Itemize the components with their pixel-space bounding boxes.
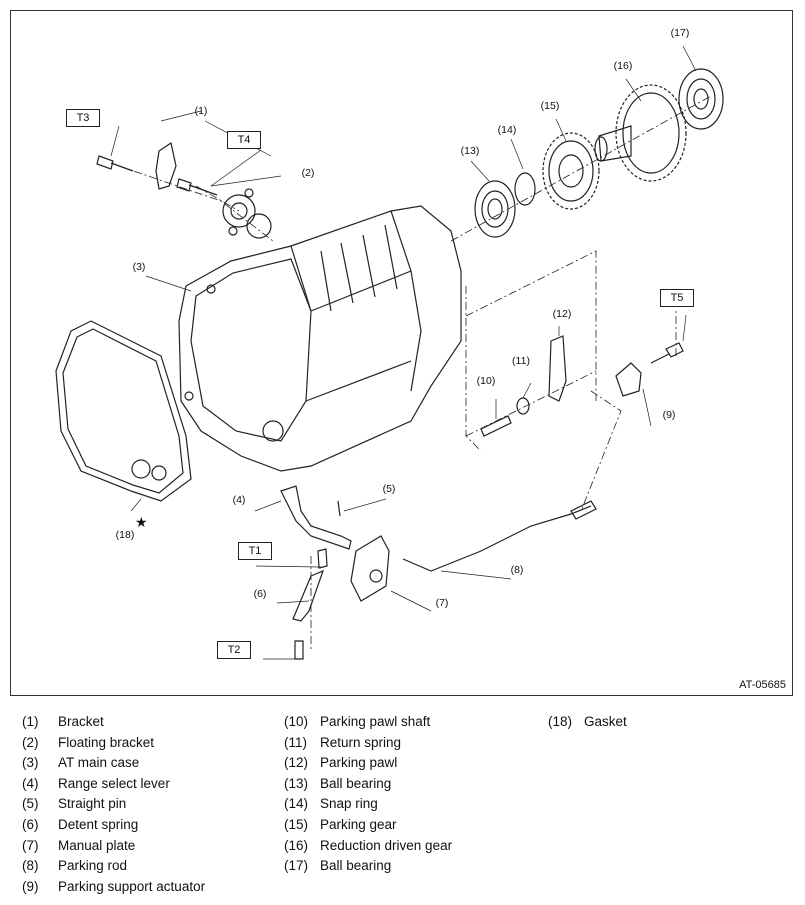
special-mark-star: ★ — [135, 514, 148, 530]
straight-pin-shape — [337, 500, 341, 517]
floating-bracket-shape — [222, 188, 272, 239]
callout-2: (2) — [301, 167, 315, 179]
legend-item: (12)Parking pawl — [284, 755, 398, 771]
reduction-driven-gear-shape — [594, 84, 687, 182]
callout-16: (16) — [613, 60, 633, 72]
legend-item: (4)Range select lever — [22, 775, 170, 791]
parking-pawl-shaft-shape — [480, 415, 512, 437]
range-select-lever-shape — [280, 485, 352, 550]
legend-item: (16)Reduction driven gear — [284, 837, 453, 853]
parking-rod-shape — [402, 505, 592, 572]
parking-support-actuator-shape — [615, 362, 642, 397]
legend-column-3: (18)Gasket — [548, 712, 627, 733]
parking-pawl-shape — [548, 335, 567, 402]
legend-item: (5)Straight pin — [22, 796, 127, 812]
legend-item: (18)Gasket — [548, 714, 627, 729]
figure-code: AT-05685 — [739, 679, 786, 691]
callout-4: (4) — [232, 494, 246, 506]
legend-item: (17)Ball bearing — [284, 858, 392, 874]
callout-18: (18) — [115, 529, 135, 541]
callout-1: (1) — [194, 105, 208, 117]
ball-bearing-17-shape — [678, 68, 724, 130]
torque-label-t2: T2 — [217, 641, 251, 659]
callout-3: (3) — [132, 261, 146, 273]
callout-12: (12) — [552, 308, 572, 320]
parking-gear-shape — [542, 132, 600, 210]
callout-13: (13) — [460, 145, 480, 157]
return-spring-shape — [516, 397, 530, 415]
legend-item: (15)Parking gear — [284, 816, 397, 832]
bolt-t4 — [176, 178, 218, 196]
callout-11: (11) — [512, 355, 530, 367]
diagram-frame: (1) (2) (3) (4) (5) (6) (7) (8) (9) (10)… — [10, 10, 793, 696]
legend-item: (8)Parking rod — [22, 858, 128, 874]
callout-15: (15) — [540, 100, 560, 112]
legend-item: (7)Manual plate — [22, 837, 136, 853]
legend-item: (11)Return spring — [284, 734, 402, 750]
legend-item: (14)Snap ring — [284, 796, 378, 812]
bracket-shape — [155, 142, 177, 190]
bolt-t1 — [317, 548, 328, 569]
manual-plate-shape — [350, 535, 390, 602]
legend-item: (10)Parking pawl shaft — [284, 714, 431, 729]
callout-10: (10) — [476, 375, 496, 387]
parts-legend: (1)Bracket (2)Floating bracket (3)AT mai… — [22, 712, 802, 902]
legend-item: (9)Parking support actuator — [22, 878, 206, 894]
main-case-shape — [178, 205, 462, 472]
callout-9: (9) — [662, 409, 676, 421]
torque-label-t3: T3 — [66, 109, 100, 127]
callout-7: (7) — [435, 597, 449, 609]
legend-item: (6)Detent spring — [22, 816, 139, 832]
exploded-view-drawing — [55, 45, 724, 660]
callout-5: (5) — [382, 483, 396, 495]
bolt-t3 — [96, 155, 134, 172]
bolt-t5 — [650, 342, 684, 364]
legend-column-1: (1)Bracket (2)Floating bracket (3)AT mai… — [22, 712, 205, 897]
detent-spring-shape — [292, 569, 325, 622]
callout-14: (14) — [497, 124, 517, 136]
legend-item: (13)Ball bearing — [284, 775, 392, 791]
legend-column-2: (10)Parking pawl shaft (11)Return spring… — [284, 712, 452, 877]
torque-label-t5: T5 — [660, 289, 694, 307]
bolt-t2 — [294, 640, 304, 660]
torque-label-t1: T1 — [238, 542, 272, 560]
legend-item: (1)Bracket — [22, 714, 104, 729]
callout-6: (6) — [253, 588, 267, 600]
torque-label-t4: T4 — [227, 131, 261, 149]
callout-8: (8) — [510, 564, 524, 576]
legend-item: (3)AT main case — [22, 755, 140, 771]
legend-item: (2)Floating bracket — [22, 734, 155, 750]
gasket-shape — [55, 320, 192, 502]
callout-17: (17) — [670, 27, 690, 39]
snap-ring-shape — [514, 172, 536, 206]
